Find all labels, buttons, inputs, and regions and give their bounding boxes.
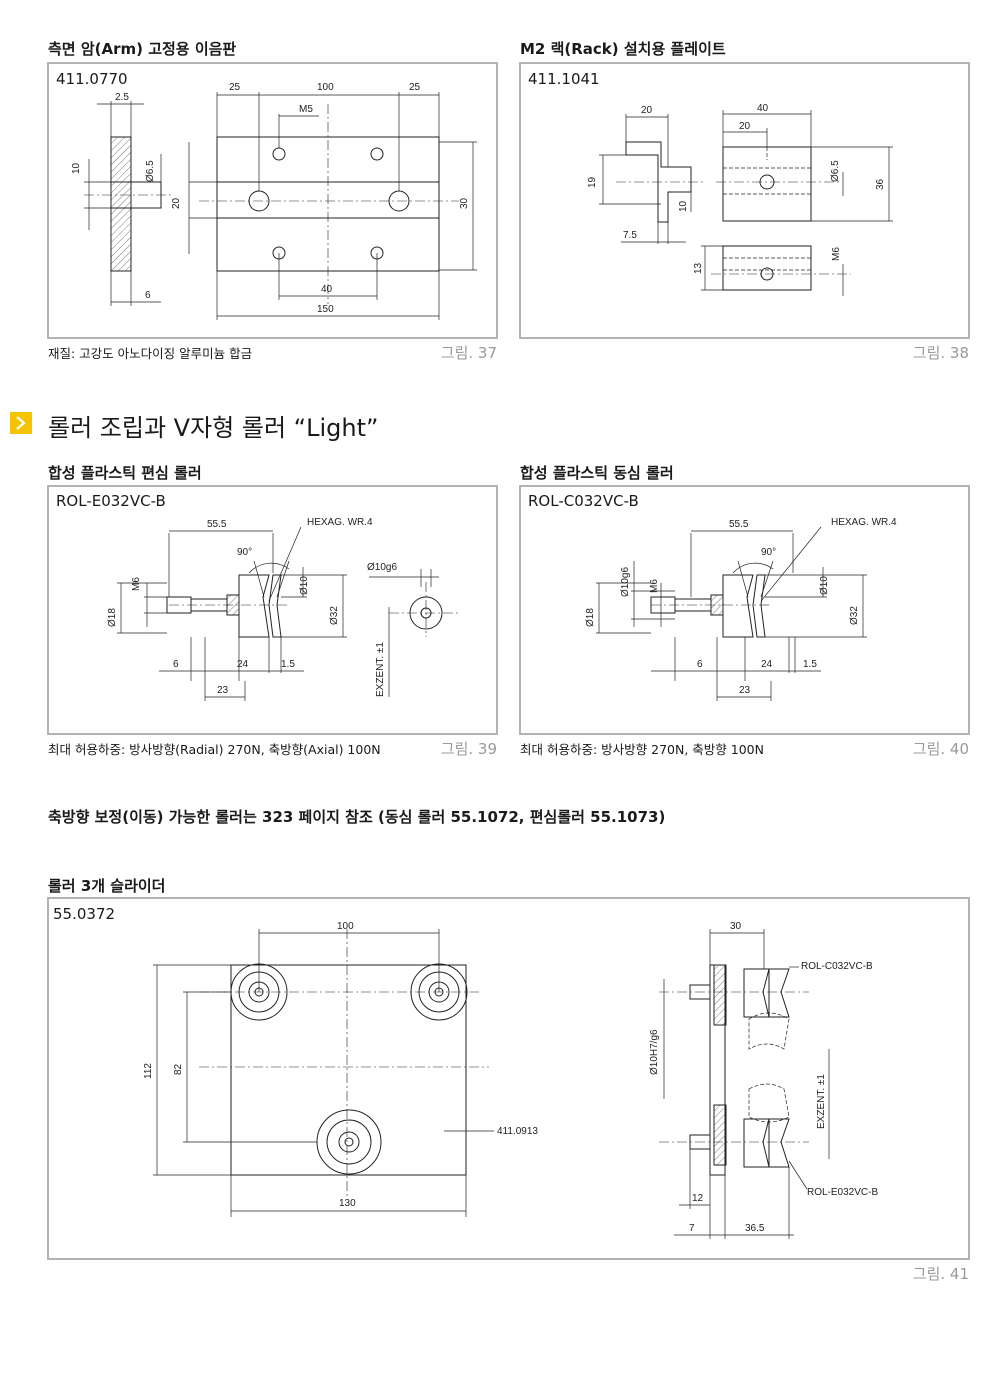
fig39-caption: 최대 허용하중: 방사방향(Radial) 270N, 축방향(Axial) 1… bbox=[48, 742, 381, 757]
fig38-dim-10: 10 bbox=[678, 200, 689, 212]
fig40-dim-10: Ø10 bbox=[819, 576, 830, 595]
fig40-dim-deg: 90° bbox=[761, 547, 776, 558]
fig40-title: 합성 플라스틱 동심 롤러 bbox=[520, 464, 674, 482]
fig38-dim-36: 36 bbox=[875, 178, 886, 190]
fig40-dim-1-5: 1.5 bbox=[803, 659, 817, 670]
fig41-label: 그림. 41 bbox=[912, 1265, 969, 1283]
fig41-dim-36-5: 36.5 bbox=[745, 1223, 765, 1234]
fig39-dim-10g6: Ø10g6 bbox=[367, 562, 397, 573]
fig37-dim-6: 6 bbox=[145, 290, 151, 301]
fig37-dim-10: 10 bbox=[71, 162, 82, 174]
fig39-dim-hex: HEXAG. WR.4 bbox=[307, 517, 373, 528]
fig41-drawing: 100 112 82 130 411.0913 30 ROL-C032VC-B … bbox=[143, 921, 878, 1239]
fig39-part-number: ROL-E032VC-B bbox=[56, 492, 166, 510]
fig41-dim-82: 82 bbox=[173, 1063, 184, 1075]
fig38-dim-7-5: 7.5 bbox=[623, 230, 637, 241]
fig38-dim-20-left: 20 bbox=[641, 105, 653, 116]
fig38-drawing-box: 411.1041 20 19 10 7.5 40 20 Ø6.5 36 bbox=[519, 62, 970, 339]
fig40-dim-32: Ø32 bbox=[849, 606, 860, 625]
fig38-drawing: 20 19 10 7.5 40 20 Ø6.5 36 13 M6 bbox=[587, 103, 893, 296]
fig39-dim-55-5: 55.5 bbox=[207, 519, 227, 530]
fig39-dim-1-5: 1.5 bbox=[281, 659, 295, 670]
fig37-dim-100: 100 bbox=[317, 82, 334, 93]
fig40-dim-23: 23 bbox=[739, 685, 751, 696]
fig38-dim-40: 40 bbox=[757, 103, 769, 114]
fig38-dim-20-top: 20 bbox=[739, 121, 751, 132]
fig37-dim-25-right: 25 bbox=[409, 82, 421, 93]
fig41-dim-12: 12 bbox=[692, 1193, 704, 1204]
fig37-part-number: 411.0770 bbox=[56, 70, 128, 88]
fig39-dim-deg: 90° bbox=[237, 547, 252, 558]
fig39-dim-6: 6 bbox=[173, 659, 179, 670]
fig37-label: 그림. 37 bbox=[440, 344, 497, 362]
fig40-dim-hex: HEXAG. WR.4 bbox=[831, 517, 897, 528]
fig40-dim-6: 6 bbox=[697, 659, 703, 670]
fig41-label-rol-e: ROL-E032VC-B bbox=[807, 1187, 878, 1198]
fig41-dim-100: 100 bbox=[337, 921, 354, 932]
fig37-dim-25-left: 25 bbox=[229, 82, 241, 93]
fig41-label-rol-c: ROL-C032VC-B bbox=[801, 961, 873, 972]
fig37-dim-150: 150 bbox=[317, 304, 334, 315]
fig37-dim-30: 30 bbox=[459, 197, 470, 209]
fig40-label: 그림. 40 bbox=[912, 740, 969, 758]
fig39-drawing: 90° 55.5 HEXAG. WR.4 M6 Ø18 Ø10 Ø32 6 24… bbox=[107, 517, 459, 701]
fig37-dim-2-5: 2.5 bbox=[115, 92, 129, 103]
fig41-dim-30: 30 bbox=[730, 921, 742, 932]
reference-note: 축방향 보정(이동) 가능한 롤러는 323 페이지 참조 (동심 롤러 55.… bbox=[48, 808, 666, 826]
fig39-dim-m6: M6 bbox=[131, 577, 142, 591]
fig41-dim-10h7: Ø10H7/g6 bbox=[649, 1029, 660, 1075]
fig37-drawing-box: 411.0770 2.5 10 Ø6.5 6 25 bbox=[47, 62, 498, 339]
fig37-dim-m5: M5 bbox=[299, 104, 313, 115]
fig39-drawing-box: ROL-E032VC-B 90° 55.5 HEXAG. WR.4 M6 Ø18… bbox=[47, 485, 498, 735]
fig41-drawing-box: 55.0372 100 112 82 130 411.0913 bbox=[47, 897, 970, 1260]
fig39-dim-32: Ø32 bbox=[329, 606, 340, 625]
fig41-dim-exzent: EXZENT. ±1 bbox=[816, 1074, 827, 1129]
fig38-dim-6-5: Ø6.5 bbox=[830, 160, 841, 182]
fig37-dim-20: 20 bbox=[171, 197, 182, 209]
fig37-dim-6-5: Ø6.5 bbox=[145, 160, 156, 182]
fig39-title: 합성 플라스틱 편심 롤러 bbox=[48, 464, 202, 482]
fig38-dim-19: 19 bbox=[587, 176, 598, 188]
fig40-part-number: ROL-C032VC-B bbox=[528, 492, 639, 510]
fig40-dim-18: Ø18 bbox=[585, 608, 596, 627]
fig39-dim-18: Ø18 bbox=[107, 608, 118, 627]
fig41-dim-plate: 411.0913 bbox=[497, 1126, 538, 1137]
fig40-drawing: 90° 55.5 HEXAG. WR.4 Ø10g6 M6 Ø18 Ø10 Ø3… bbox=[585, 517, 897, 701]
fig40-dim-55-5: 55.5 bbox=[729, 519, 749, 530]
fig39-dim-24: 24 bbox=[237, 659, 249, 670]
fig40-dim-m6: M6 bbox=[649, 579, 660, 593]
fig38-part-number: 411.1041 bbox=[528, 70, 600, 88]
fig38-dim-m6: M6 bbox=[831, 247, 842, 261]
fig37-dim-40: 40 bbox=[321, 284, 333, 295]
fig39-label: 그림. 39 bbox=[440, 740, 497, 758]
fig37-title: 측면 암(Arm) 고정용 이음판 bbox=[48, 40, 237, 58]
fig41-title: 롤러 3개 슬라이더 bbox=[48, 877, 166, 895]
fig38-label: 그림. 38 bbox=[912, 344, 969, 362]
fig40-caption: 최대 허용하중: 방사방향 270N, 축방향 100N bbox=[520, 742, 764, 757]
fig39-dim-23: 23 bbox=[217, 685, 229, 696]
fig39-dim-exzent: EXZENT. ±1 bbox=[375, 642, 386, 697]
section-marker-icon bbox=[10, 412, 32, 434]
fig38-dim-13: 13 bbox=[693, 262, 704, 274]
fig40-drawing-box: ROL-C032VC-B 90° 55.5 HEXAG. WR.4 Ø10g6 … bbox=[519, 485, 970, 735]
fig41-dim-130: 130 bbox=[339, 1198, 356, 1209]
fig40-dim-10g6: Ø10g6 bbox=[620, 567, 631, 597]
fig37-caption: 재질: 고강도 아노다이징 알루미늄 합금 bbox=[48, 346, 253, 361]
fig41-dim-7: 7 bbox=[689, 1223, 695, 1234]
fig37-drawing: 2.5 10 Ø6.5 6 25 100 25 M5 20 30 40 bbox=[71, 82, 477, 320]
fig40-dim-24: 24 bbox=[761, 659, 773, 670]
fig41-part-number: 55.0372 bbox=[53, 905, 116, 923]
section-heading: 롤러 조립과 V자형 롤러 “Light” bbox=[48, 414, 379, 442]
fig41-dim-112: 112 bbox=[143, 1063, 154, 1079]
fig38-title: M2 랙(Rack) 설치용 플레이트 bbox=[520, 40, 726, 58]
fig39-dim-10: Ø10 bbox=[299, 576, 310, 595]
